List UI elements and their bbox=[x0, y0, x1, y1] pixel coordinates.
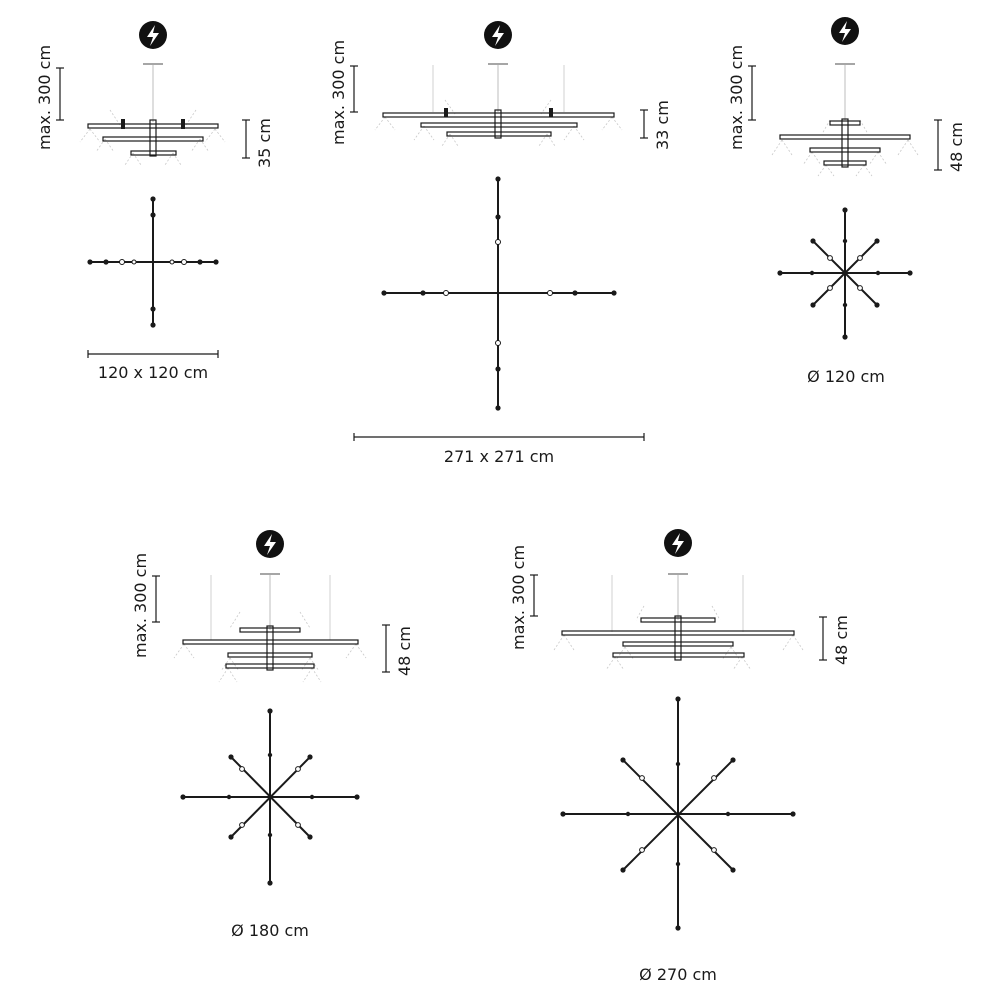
power-icon bbox=[139, 21, 167, 49]
plan-view-cross bbox=[384, 179, 614, 408]
elevation-view bbox=[374, 63, 623, 147]
height-label: 48 cm bbox=[395, 626, 414, 676]
variant-star-120: max. 300 cm 48 cm bbox=[727, 17, 966, 386]
power-icon bbox=[484, 21, 512, 49]
max-height-label: max. 300 cm bbox=[509, 545, 528, 650]
lightning-bolt-icon bbox=[147, 25, 159, 46]
size-label: 271 x 271 cm bbox=[444, 447, 554, 466]
lightning-bolt-icon bbox=[839, 21, 851, 42]
variant-cross-271: max. 300 cm 33 cm bbox=[329, 21, 672, 466]
max-height-label: max. 300 cm bbox=[329, 40, 348, 145]
height-label: 35 cm bbox=[255, 118, 274, 168]
lightning-bolt-icon bbox=[672, 533, 684, 554]
max-height-label: max. 300 cm bbox=[35, 45, 54, 150]
elevation-view bbox=[79, 63, 226, 166]
height-label: 33 cm bbox=[653, 100, 672, 150]
plan-view-star bbox=[780, 210, 910, 337]
height-label: 48 cm bbox=[947, 122, 966, 172]
power-icon bbox=[831, 17, 859, 45]
plan-view-cross bbox=[90, 199, 216, 325]
max-height-label: max. 300 cm bbox=[727, 45, 746, 150]
elevation-view bbox=[771, 63, 919, 177]
variant-star-180: max. 300 cm 48 cm bbox=[131, 530, 414, 940]
plan-view-star bbox=[563, 699, 793, 928]
variant-star-270: max. 300 cm 48 cm bbox=[509, 529, 851, 984]
max-height-label: max. 300 cm bbox=[131, 553, 150, 658]
size-label: Ø 120 cm bbox=[807, 367, 885, 386]
power-icon bbox=[664, 529, 692, 557]
lightning-bolt-icon bbox=[492, 25, 504, 46]
lightning-bolt-icon bbox=[264, 534, 276, 555]
elevation-view bbox=[173, 573, 367, 683]
plan-view-star bbox=[183, 711, 357, 883]
power-icon bbox=[256, 530, 284, 558]
size-label: Ø 270 cm bbox=[639, 965, 717, 984]
elevation-view bbox=[553, 573, 804, 671]
variant-cross-120: max. 300 cm 35 cm bbox=[35, 21, 274, 382]
size-label: Ø 180 cm bbox=[231, 921, 309, 940]
size-label: 120 x 120 cm bbox=[98, 363, 208, 382]
height-label: 48 cm bbox=[832, 615, 851, 665]
